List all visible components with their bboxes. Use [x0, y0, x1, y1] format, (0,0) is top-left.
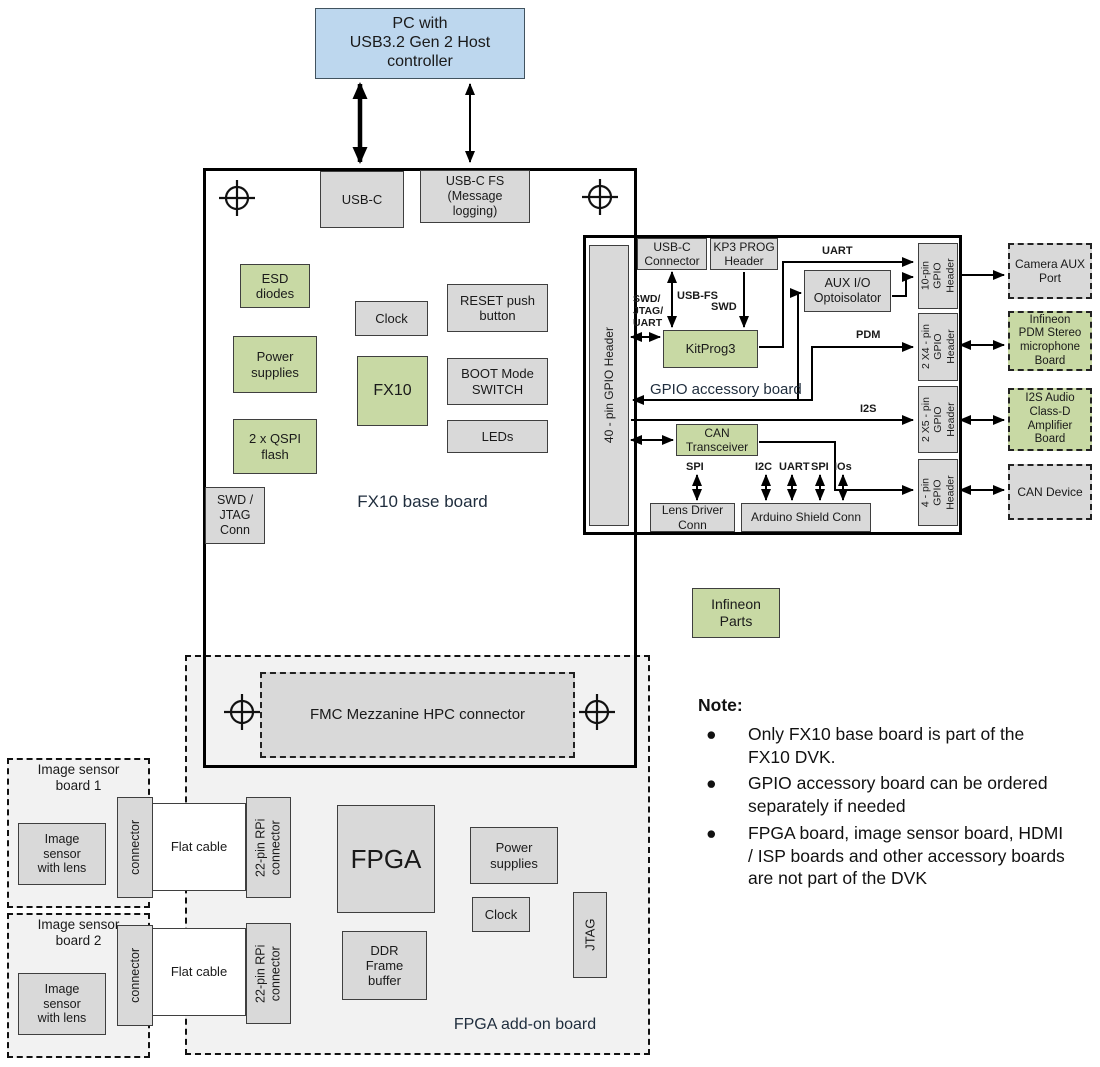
- note-bullet: ● Only FX10 base board is part of the FX1…: [698, 723, 1070, 769]
- flat-cable-1-block: Flat cable: [152, 803, 246, 891]
- ddr-frame-buffer-block: DDR Frame buffer: [342, 931, 427, 1000]
- image-sensor-2-block: Image sensor with lens: [18, 973, 106, 1035]
- kp3-prog-header-block: KP3 PROG Header: [710, 238, 778, 270]
- signal-i2c: I2C: [755, 461, 773, 473]
- gpio-4pin-header-label: 4 - pin GPIO Header: [919, 475, 957, 510]
- note-bullet: ● FPGA board, image sensor board, HDMI / …: [698, 822, 1070, 890]
- camera-aux-port-block: Camera AUX Port: [1008, 243, 1092, 299]
- fpga-clock-block: Clock: [472, 897, 530, 932]
- esd-diodes-block: ESD diodes: [240, 264, 310, 308]
- usb-c-fs-block: USB-C FS (Message logging): [420, 170, 530, 223]
- mounting-hole-icon: [219, 179, 618, 730]
- rpi-connector-2-label: 22-pin RPi connector: [253, 944, 283, 1003]
- reset-push-button-block: RESET push button: [447, 284, 548, 332]
- i2s-amp-board-block: I2S Audio Class-D Amplifier Board: [1008, 388, 1092, 451]
- note-block: Note: ● Only FX10 base board is part of t…: [698, 694, 1070, 894]
- swd-jtag-conn-block: SWD / JTAG Conn: [205, 487, 265, 544]
- lens-driver-conn-block: Lens Driver Conn: [650, 503, 735, 532]
- image-sensor-1-block: Image sensor with lens: [18, 823, 106, 885]
- note-list: ● Only FX10 base board is part of the FX1…: [698, 723, 1070, 890]
- boot-mode-switch-block: BOOT Mode SWITCH: [447, 358, 548, 405]
- sensor-connector-2-label: connector: [127, 948, 142, 1003]
- note-title: Note:: [698, 695, 743, 715]
- gpio-10pin-header-block: 10-pin GPIO Header: [918, 243, 958, 309]
- note-bullet-text: Only FX10 base board is part of the FX10…: [748, 723, 1025, 767]
- signal-swd-jtag-uart: SWD/ JTAG/ UART: [633, 293, 664, 329]
- note-bullet-text: FPGA board, image sensor board, HDMI / I…: [748, 822, 1065, 889]
- bullet-icon: ●: [706, 822, 717, 843]
- signal-spi-arduino: SPI: [811, 461, 829, 473]
- can-device-block: CAN Device: [1008, 464, 1092, 520]
- sensor-connector-1-label: connector: [127, 820, 142, 875]
- gpio-2x4pin-header-label: 2 X4 - pin GPIO Header: [919, 324, 957, 370]
- flat-cable-2-block: Flat cable: [152, 928, 246, 1016]
- sensor-board-1-title: Image sensor board 1: [37, 762, 120, 794]
- can-transceiver-block: CAN Transceiver: [676, 424, 758, 456]
- usb-c-block: USB-C: [320, 171, 404, 228]
- leds-block: LEDs: [447, 420, 548, 453]
- signal-i2s: I2S: [860, 403, 877, 415]
- fpga-jtag-label: JTAG: [582, 918, 598, 952]
- gpio-10pin-header-label: 10-pin GPIO Header: [919, 258, 957, 294]
- rpi-connector-1-label: 22-pin RPi connector: [253, 818, 283, 877]
- qspi-flash-block: 2 x QSPI flash: [233, 419, 317, 474]
- gpio-board-title: GPIO accessory board: [650, 381, 802, 398]
- infineon-parts-legend: Infineon Parts: [692, 588, 780, 638]
- gpio-40pin-header-label: 40 - pin GPIO Header: [601, 327, 616, 444]
- fpga-jtag-block: JTAG: [573, 892, 607, 978]
- pc-host-block: PC with USB3.2 Gen 2 Host controller: [315, 8, 525, 79]
- fpga-chip-block: FPGA: [337, 805, 435, 913]
- rpi-connector-1-block: 22-pin RPi connector: [246, 797, 291, 898]
- pdm-mic-board-block: Infineon PDM Stereo microphone Board: [1008, 311, 1092, 371]
- fx10-base-board-outline: [203, 168, 637, 768]
- gpio-2x5pin-header-label: 2 X5 - pin GPIO Header: [919, 397, 957, 442]
- clock-block: Clock: [355, 301, 428, 336]
- signal-pdm: PDM: [856, 329, 881, 341]
- signal-spi-lens: SPI: [686, 461, 704, 473]
- usb-c-connector-block: USB-C Connector: [637, 238, 707, 270]
- bullet-icon: ●: [706, 773, 717, 794]
- fpga-power-supplies-block: Power supplies: [470, 827, 558, 884]
- gpio-4pin-header-block: 4 - pin GPIO Header: [918, 459, 958, 526]
- fx10-chip-block: FX10: [357, 356, 428, 426]
- signal-uart-arduino: UART: [779, 461, 810, 473]
- signal-swd: SWD: [711, 301, 737, 313]
- sensor-board-2-title: Image sensor board 2: [37, 917, 120, 949]
- sensor-connector-1-block: connector: [117, 797, 153, 898]
- power-supplies-block: Power supplies: [233, 336, 317, 393]
- signal-usb-fs: USB-FS: [677, 290, 718, 302]
- rpi-connector-2-block: 22-pin RPi connector: [246, 923, 291, 1024]
- kitprog3-block: KitProg3: [663, 330, 758, 368]
- fmc-connector-block: FMC Mezzanine HPC connector: [260, 672, 575, 758]
- aux-io-optoisolator-block: AUX I/O Optoisolator: [804, 270, 891, 312]
- note-bullet-text: GPIO accessory board can be ordered sepa…: [748, 773, 1048, 816]
- signal-uart: UART: [822, 245, 853, 257]
- gpio-2x4pin-header-block: 2 X4 - pin GPIO Header: [918, 313, 958, 381]
- bullet-icon: ●: [706, 723, 717, 744]
- gpio-40pin-header-block: 40 - pin GPIO Header: [589, 245, 629, 526]
- signal-ios: IOs: [834, 461, 852, 473]
- base-board-title: FX10 base board: [357, 492, 488, 511]
- gpio-2x5pin-header-block: 2 X5 - pin GPIO Header: [918, 386, 958, 453]
- fpga-board-title: FPGA add-on board: [453, 1016, 597, 1033]
- note-bullet: ● GPIO accessory board can be ordered sep…: [698, 772, 1070, 818]
- arduino-shield-conn-block: Arduino Shield Conn: [741, 503, 871, 532]
